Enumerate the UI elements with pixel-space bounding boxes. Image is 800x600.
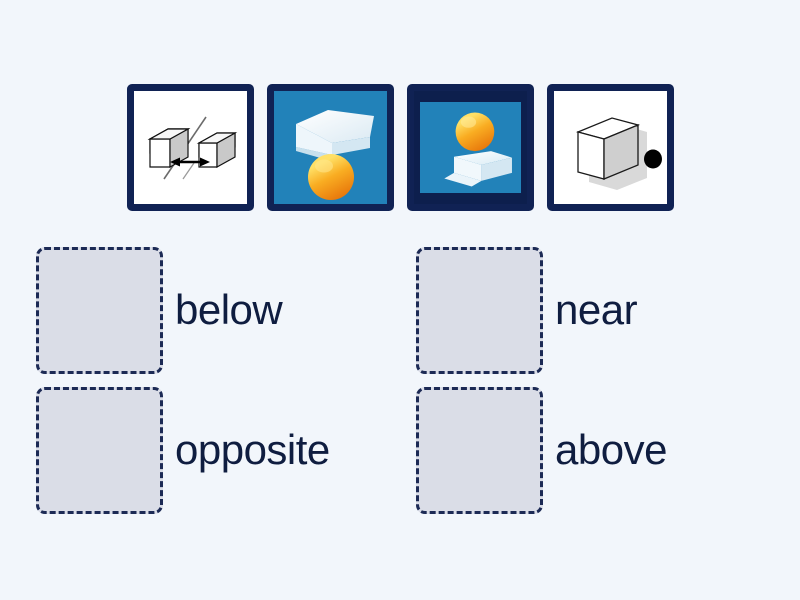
pair-label-opposite: opposite (175, 426, 330, 473)
pair-label-below: below (175, 286, 283, 333)
dropzone-above[interactable] (416, 386, 543, 514)
tile-two-cubes-mirrored[interactable] (126, 84, 254, 211)
tile-sphere-over-slab[interactable] (406, 84, 534, 211)
dropzone-opposite[interactable] (36, 386, 163, 514)
pair-row-above: above (416, 380, 796, 520)
cube-with-dot-icon (553, 91, 667, 204)
sphere-over-slab-icon (413, 91, 527, 204)
dropzone-near[interactable] (416, 246, 543, 374)
slab-over-sphere-icon (273, 91, 387, 204)
dropzone-below[interactable] (36, 246, 163, 374)
answer-grid: below near opposite above (0, 240, 800, 520)
pair-row-near: near (416, 240, 796, 380)
pair-row-below: below (36, 240, 416, 380)
pair-label-near: near (555, 286, 638, 333)
tile-cube-with-dot[interactable] (546, 84, 674, 211)
pair-label-above: above (555, 426, 667, 473)
two-cubes-mirrored-arrow-icon (133, 91, 247, 204)
pair-row-opposite: opposite (36, 380, 416, 520)
tile-slab-over-sphere[interactable] (266, 84, 394, 211)
draggable-tile-tray (0, 84, 800, 211)
